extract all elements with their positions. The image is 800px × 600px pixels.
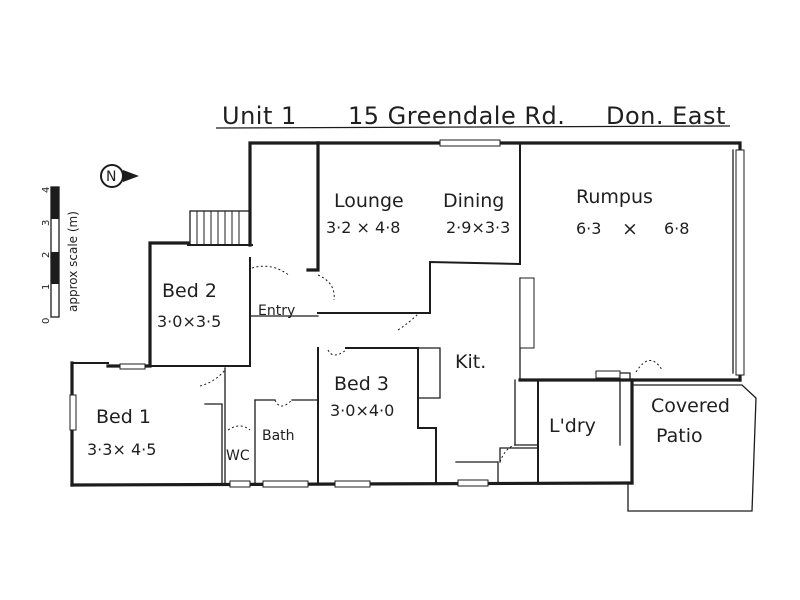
covered-patio-outline [627,384,757,512]
room-lounge-name: Lounge [334,190,404,212]
door-swings [199,265,663,463]
room-laundry-name: L'dry [549,415,596,437]
room-dining-name: Dining [443,190,504,212]
room-dining-dims: 2·9×3·3 [446,218,510,237]
room-bed1-dims: 3·3× 4·5 [87,440,156,459]
room-wc-name: WC [226,448,250,464]
room-labels: Lounge 3·2 × 4·8 Dining 2·9×3·3 Rumpus 6… [87,186,730,464]
room-rumpus-height: 6·8 [664,219,689,238]
room-patio-name-line1: Covered [651,395,730,417]
scale-tick-3: 3 [41,220,52,226]
scale-bar: 0 1 2 3 4 approx scale (m) [41,186,80,324]
room-bed1-name: Bed 1 [96,406,151,428]
north-label: N [106,169,116,185]
room-entry-name: Entry [258,303,295,319]
front-steps [189,210,251,246]
scale-label: approx scale (m) [66,211,80,312]
room-bed2-name: Bed 2 [162,280,217,302]
room-bed3-dims: 3·0×4·0 [330,401,394,420]
north-arrow-icon: N [100,164,139,188]
room-bed3-name: Bed 3 [334,373,389,395]
windows [69,139,745,488]
title-unit: Unit 1 [222,102,297,130]
plan-title: Unit 1 15 Greendale Rd. Don. East [215,102,731,130]
room-rumpus-separator: × [622,218,638,240]
title-underline [215,125,731,129]
room-lounge-dims: 3·2 × 4·8 [326,218,400,237]
room-patio-name-line2: Patio [656,425,703,447]
room-bed2-dims: 3·0×3·5 [157,312,221,331]
room-kitchen-name: Kit. [455,351,486,373]
scale-tick-1: 1 [41,284,52,290]
scale-tick-4: 4 [41,187,52,193]
room-rumpus-name: Rumpus [576,186,653,208]
scale-tick-2: 2 [41,252,52,258]
title-suburb: Don. East [606,102,726,130]
room-rumpus-width: 6·3 [576,219,601,238]
room-bath-name: Bath [262,428,295,444]
title-address: 15 Greendale Rd. [348,102,565,130]
scale-tick-0: 0 [41,318,52,324]
